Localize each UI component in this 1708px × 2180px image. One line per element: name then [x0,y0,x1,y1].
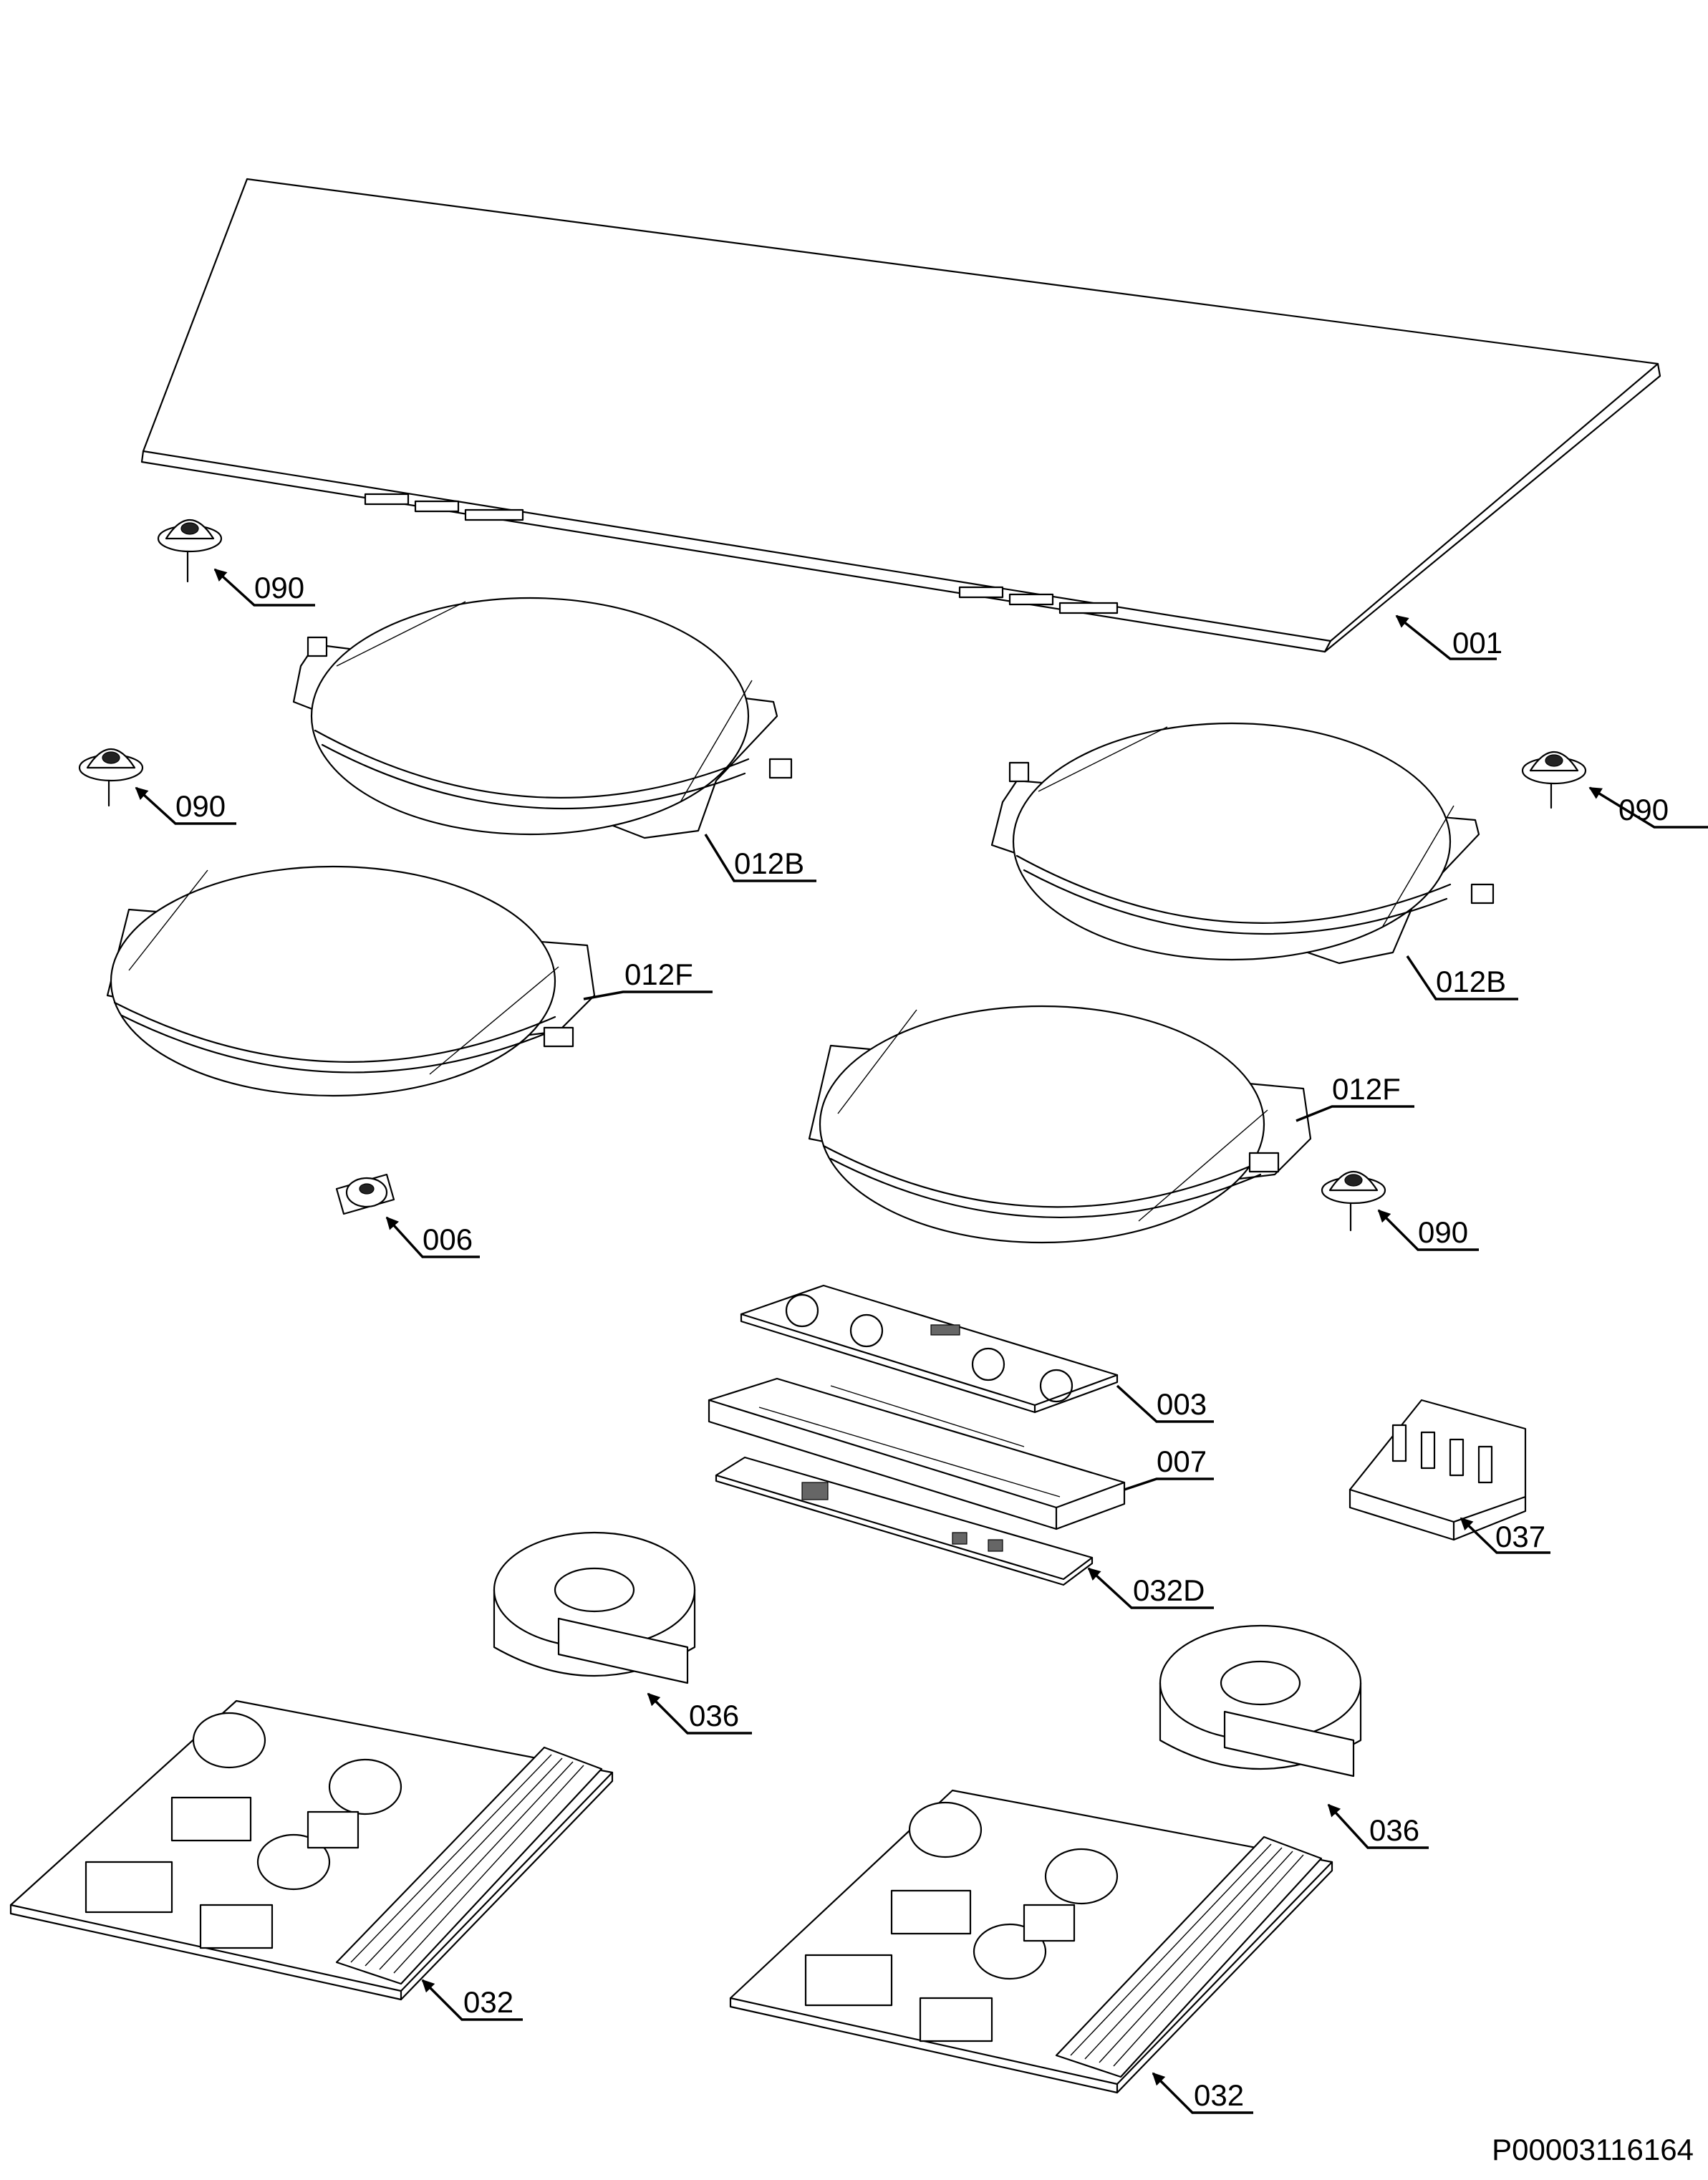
leader-lines [135,568,1708,2114]
terminal-block-037 [1348,1399,1527,1541]
label-006: 006 [423,1222,473,1256]
cooling-fan-036-a [493,1531,696,1684]
display-board-032D [715,1456,1094,1586]
induction-coil-012F-a [106,865,596,1097]
label-036-b: 036 [1369,1813,1420,1847]
power-board-032-a [9,1699,614,2001]
sensor-090-d [1321,1171,1386,1232]
label-032-a: 032 [463,1985,514,2019]
label-032-b: 032 [1194,2078,1245,2112]
induction-coil-012F-b [808,1005,1312,1244]
sensor-090-a [157,519,223,583]
label-090-c: 090 [1618,793,1669,826]
label-032D: 032D [1133,1573,1205,1607]
label-003: 003 [1157,1387,1207,1421]
label-012F-b: 012F [1332,1072,1401,1106]
keypad-frame-007 [708,1377,1126,1530]
glass-cooktop-001 [140,178,1661,653]
power-board-032-b [729,1789,1333,2094]
label-001: 001 [1452,626,1503,660]
sensor-006 [335,1173,395,1215]
document-id: P00003116164 [1492,2133,1694,2166]
induction-coil-012B-b [990,722,1495,965]
label-090-d: 090 [1418,1215,1469,1249]
induction-coil-012B-a [292,597,793,839]
sensor-090-b [78,748,144,807]
label-037: 037 [1495,1520,1546,1553]
cooling-fan-036-b [1159,1624,1362,1778]
label-012B-b: 012B [1436,965,1507,998]
label-090-a: 090 [254,571,305,604]
label-036-a: 036 [689,1699,740,1732]
label-090-b: 090 [175,789,226,823]
label-012F-a: 012F [624,958,693,991]
sensor-090-c [1521,751,1587,809]
label-012B-a: 012B [734,847,805,880]
control-board-003 [740,1284,1119,1414]
label-007: 007 [1157,1445,1207,1478]
